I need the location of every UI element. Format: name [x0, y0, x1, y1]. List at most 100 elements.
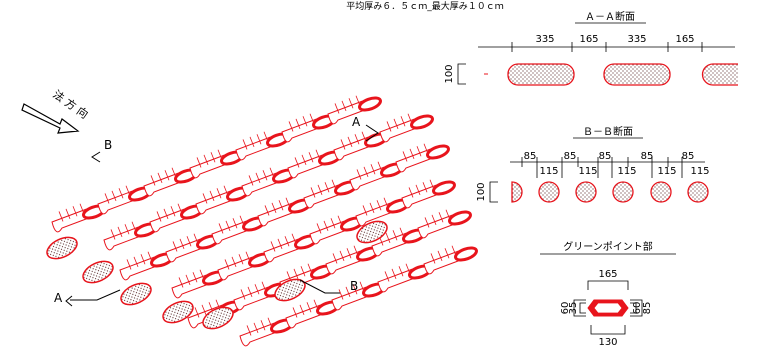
- aa-height-dim: 100: [444, 64, 455, 83]
- section-aa-title: Ａ－Ａ断面: [585, 10, 635, 23]
- bb-bag-4: [612, 181, 634, 203]
- gp-left-outer: 60: [560, 302, 571, 315]
- bb-dim-top-2: 85: [564, 151, 577, 162]
- mesh-strand: [238, 254, 244, 265]
- mesh-bag-end: [356, 220, 388, 244]
- mesh-strand: [391, 268, 397, 280]
- section-a-marker-bottom: A: [54, 289, 121, 307]
- bb-height-dim: 100: [476, 182, 487, 201]
- gp-width-top: 165: [598, 269, 617, 280]
- mesh-strand: [209, 190, 215, 202]
- bb-bag-5: [650, 181, 672, 203]
- section-bb: Ｂ－Ｂ断面 85 85 85 85 85 115 115 115 115 115…: [476, 125, 710, 203]
- mesh-strand: [247, 286, 253, 298]
- mesh-strand: [246, 325, 252, 336]
- mesh-strand: [65, 208, 71, 220]
- mesh-strand: [438, 212, 444, 223]
- bb-dim-bottom-2: 115: [578, 166, 597, 177]
- mesh-strand: [203, 154, 209, 166]
- mesh-strand: [338, 289, 344, 300]
- aa-dim-2: 165: [579, 34, 598, 45]
- mesh-strand: [415, 184, 421, 196]
- bb-bag-6: [687, 181, 709, 203]
- aa-bag-1: [507, 63, 575, 86]
- mesh-strand: [393, 118, 399, 130]
- section-bb-title: Ｂ－Ｂ断面: [583, 125, 633, 138]
- mesh-strand: [163, 208, 169, 220]
- mesh-strand: [277, 238, 283, 250]
- mesh-strand: [248, 175, 254, 186]
- mesh-strand: [240, 289, 246, 300]
- mesh-strand: [170, 206, 176, 217]
- mesh-strand: [242, 139, 248, 150]
- mesh-strand: [424, 217, 430, 228]
- mesh-strand: [232, 218, 238, 229]
- mesh-strand: [157, 172, 163, 184]
- aa-bag-2: [603, 63, 671, 86]
- mesh-strand: [330, 218, 336, 229]
- mesh-strand: [111, 190, 117, 202]
- mesh-strand: [308, 152, 314, 163]
- mesh-strand: [225, 220, 231, 232]
- mesh-strand: [362, 205, 368, 216]
- mesh-strand: [352, 284, 358, 295]
- mesh-strand: [332, 253, 338, 264]
- mesh-strand: [124, 224, 130, 235]
- mesh-strand: [386, 121, 392, 132]
- mesh-ring: [426, 144, 450, 160]
- mesh-strand: [224, 259, 230, 270]
- mesh-strand: [348, 98, 354, 109]
- mesh-strand: [253, 322, 259, 334]
- mesh-strand: [341, 100, 347, 112]
- marker-b-top-label: B: [104, 138, 112, 152]
- bb-bag-2: [538, 181, 560, 203]
- bb-dim-bottom-5: 115: [690, 166, 709, 177]
- mesh-strand: [376, 200, 382, 211]
- mesh-strand: [301, 154, 307, 166]
- mesh-strand: [255, 172, 261, 184]
- mesh-strand: [369, 202, 375, 214]
- mesh-strand: [408, 187, 414, 198]
- mesh-strand: [271, 202, 277, 214]
- mesh-strand: [334, 103, 340, 114]
- mesh-strand: [150, 175, 156, 186]
- mesh-strand: [293, 268, 299, 280]
- mesh-strand: [409, 148, 415, 160]
- mesh-strand: [384, 271, 390, 282]
- mesh-strand: [118, 188, 124, 199]
- mesh-bag-end: [46, 236, 78, 260]
- thickness-note: 平均厚み６．５ｃｍ_最大厚み１０ｃｍ: [346, 0, 504, 12]
- mesh-strand: [299, 304, 305, 316]
- mesh-strand: [126, 259, 132, 270]
- mesh-strand: [430, 253, 436, 264]
- mesh-strand: [363, 166, 369, 178]
- aa-dim-3: 335: [627, 34, 646, 45]
- bb-dim-bottom-3: 115: [617, 166, 636, 177]
- bb-dim-top-1: 85: [524, 151, 537, 162]
- mesh-ring: [358, 96, 382, 112]
- mesh-strand: [356, 169, 362, 180]
- gp-width-bottom: 130: [598, 337, 617, 348]
- mesh-ring: [432, 180, 456, 196]
- mesh-strand: [186, 236, 192, 247]
- mesh-strand: [295, 118, 301, 130]
- mesh-strand: [249, 136, 255, 148]
- aa-bag-3: [701, 63, 738, 86]
- bb-bag-3: [575, 181, 597, 203]
- mesh-ring: [454, 246, 478, 262]
- mesh-strand: [179, 238, 185, 250]
- mesh-strand: [192, 272, 198, 283]
- mesh-strand: [231, 256, 237, 268]
- mesh-strand: [316, 223, 322, 234]
- mesh-strand: [317, 184, 323, 196]
- bb-dim-top-3: 85: [599, 151, 612, 162]
- section-a-marker-top: A: [352, 115, 379, 142]
- mesh-bag-end: [202, 306, 234, 330]
- mesh-strand: [392, 230, 398, 241]
- gp-right-outer: 85: [642, 302, 653, 315]
- mesh-strand: [256, 134, 262, 145]
- mesh-strand: [444, 248, 450, 259]
- mesh-strand: [292, 307, 298, 318]
- mesh-strand: [302, 116, 308, 127]
- mesh-strand: [398, 266, 404, 277]
